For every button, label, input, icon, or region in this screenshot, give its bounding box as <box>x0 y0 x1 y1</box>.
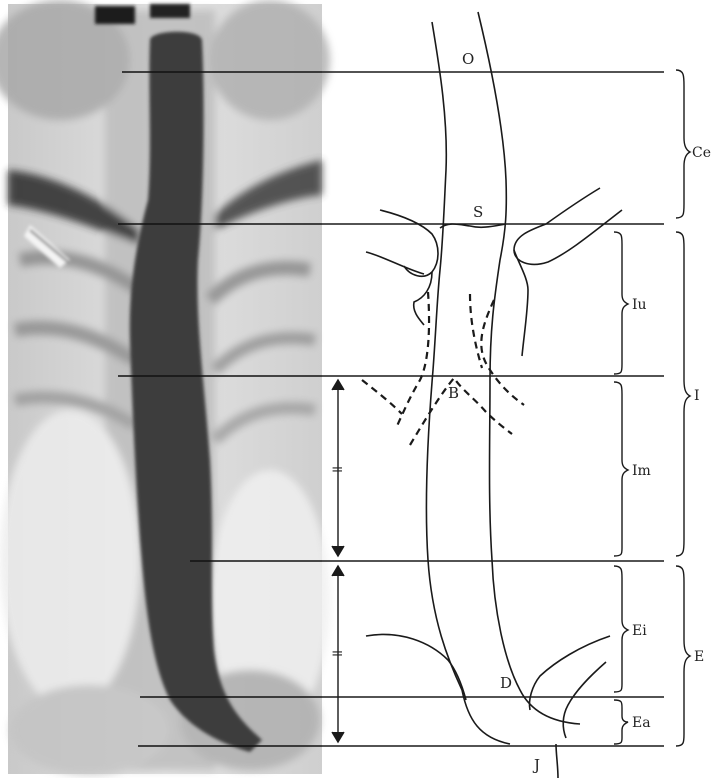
brace-Ea <box>614 700 628 744</box>
label-Ea: Ea <box>632 715 651 731</box>
esophagus-right-wall <box>478 12 580 724</box>
schematic-drawing-panel <box>322 12 690 778</box>
diagram-labels: O S B D J Ce I E Iu Im Ei Ea = = <box>331 50 711 774</box>
label-S: S <box>473 203 483 221</box>
xray-radiograph-panel <box>0 0 330 775</box>
label-Ce: Ce <box>692 145 711 161</box>
left-diaphragm-curve <box>366 634 466 700</box>
junction-tail <box>556 744 558 778</box>
label-Iu: Iu <box>632 297 647 313</box>
equal-mark-lower: = <box>331 644 344 662</box>
esophagus-left-wall <box>426 22 510 744</box>
label-B: B <box>448 384 459 402</box>
right-clavicle-curve <box>514 188 622 264</box>
label-Ei: Ei <box>632 623 647 639</box>
label-Im: Im <box>632 463 651 479</box>
brace-E <box>676 566 690 746</box>
brace-I <box>676 232 690 556</box>
right-diaphragm-curve-2 <box>563 662 606 738</box>
label-J: J <box>532 756 540 774</box>
label-D: D <box>500 674 512 692</box>
brace-Im <box>614 382 628 556</box>
brace-Ei <box>614 566 628 692</box>
label-E: E <box>694 649 704 665</box>
label-I: I <box>694 388 700 404</box>
right-diaphragm-curve-1 <box>529 636 610 710</box>
bronchus-dashed-lines <box>362 292 524 445</box>
equal-mark-upper: = <box>331 460 344 478</box>
brace-Ce <box>676 70 690 218</box>
left-clavicle-curve <box>380 210 438 276</box>
brace-Iu <box>614 232 628 374</box>
label-O: O <box>462 50 474 68</box>
